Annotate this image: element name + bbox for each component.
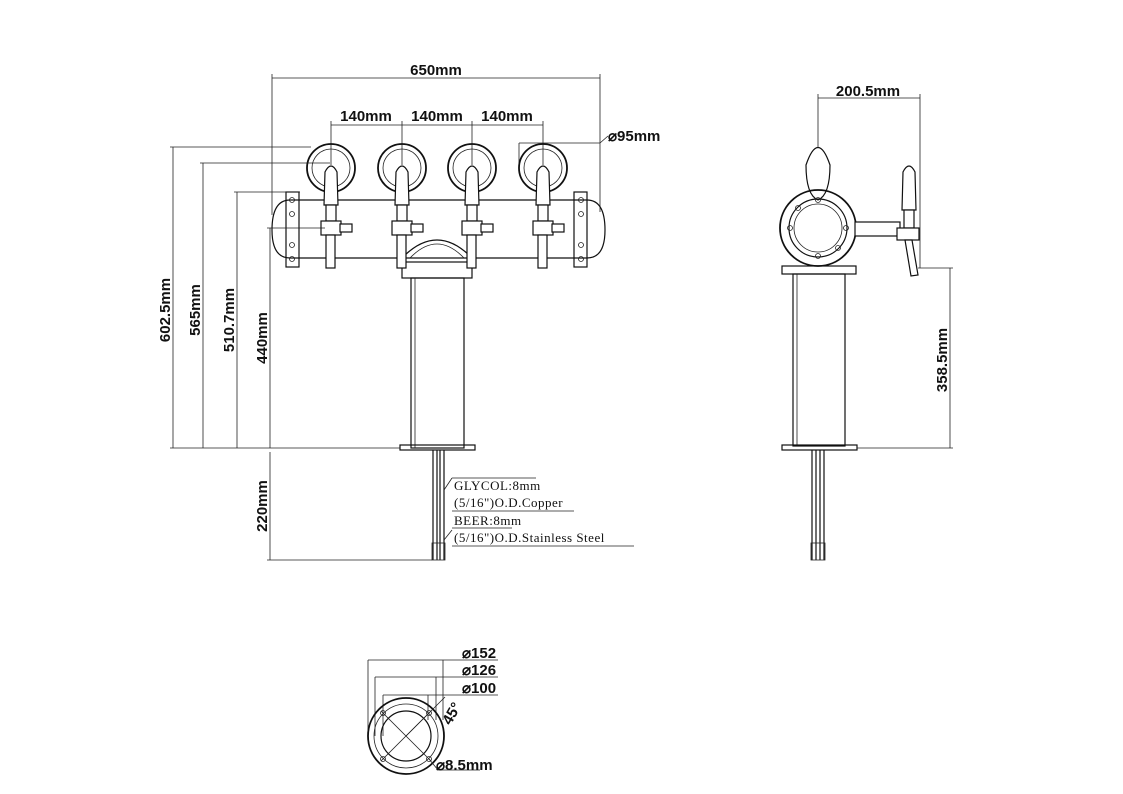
base-inner-circle <box>380 710 432 762</box>
tube-notes: GLYCOL:8mm (5/16")O.D.Copper BEER:8mm (5… <box>443 477 634 547</box>
inner-diameter-label: ⌀100 <box>462 680 496 697</box>
side-faucet <box>854 165 920 277</box>
shank-tubes <box>431 450 446 561</box>
tower-column <box>410 277 465 449</box>
front-view: 650mm 140mm 140mm 140mm ⌀95mm <box>157 62 660 561</box>
base-view: ⌀152 ⌀126 ⌀100 45° ⌀8.5mm <box>367 645 498 775</box>
glycol-note-2: (5/16")O.D.Copper <box>454 495 563 510</box>
spacing-label-2: 140mm <box>411 108 463 125</box>
beer-note-2: (5/16")O.D.Stainless Steel <box>454 530 605 545</box>
tap-2 <box>391 165 424 269</box>
tee-flange <box>401 261 473 279</box>
side-medallion <box>805 146 831 201</box>
tee-saddle <box>401 239 473 259</box>
shank-length-label: 220mm <box>254 480 271 532</box>
side-tee-flange <box>781 265 857 275</box>
tap-offset-label: 200.5mm <box>836 83 900 100</box>
bolt-circle-label: ⌀126 <box>462 662 496 679</box>
tap-1 <box>320 165 353 269</box>
bar-section-outer <box>779 189 857 267</box>
tap-4 <box>532 165 565 269</box>
beer-note-1: BEER:8mm <box>454 513 522 528</box>
outer-diameter-label: ⌀152 <box>462 645 496 662</box>
spout-height-label: 358.5mm <box>934 328 951 392</box>
height-handle-label: 565mm <box>187 284 204 336</box>
dim-tap-spacing: 140mm 140mm 140mm <box>330 108 544 165</box>
tap-3 <box>461 165 494 269</box>
dim-heights: 602.5mm 565mm 510.7mm 440mm 220mm <box>157 146 432 561</box>
height-total-label: 602.5mm <box>157 278 174 342</box>
dim-overall-width: 650mm <box>271 62 601 215</box>
spacing-label-1: 140mm <box>340 108 392 125</box>
side-column <box>792 273 846 447</box>
glycol-note-1: GLYCOL:8mm <box>454 478 541 493</box>
height-center-label: 510.7mm <box>221 288 238 352</box>
left-end-flange <box>285 191 300 268</box>
height-bar-label: 440mm <box>254 312 271 364</box>
base-outer-circle <box>367 697 445 775</box>
right-end-flange <box>573 191 588 268</box>
side-view: 200.5mm 358 <box>779 83 953 561</box>
spacing-label-3: 140mm <box>481 108 533 125</box>
overall-width-label: 650mm <box>410 62 462 79</box>
hole-diameter-label: ⌀8.5mm <box>436 757 493 774</box>
medallion-diameter-label: ⌀95mm <box>608 128 660 145</box>
